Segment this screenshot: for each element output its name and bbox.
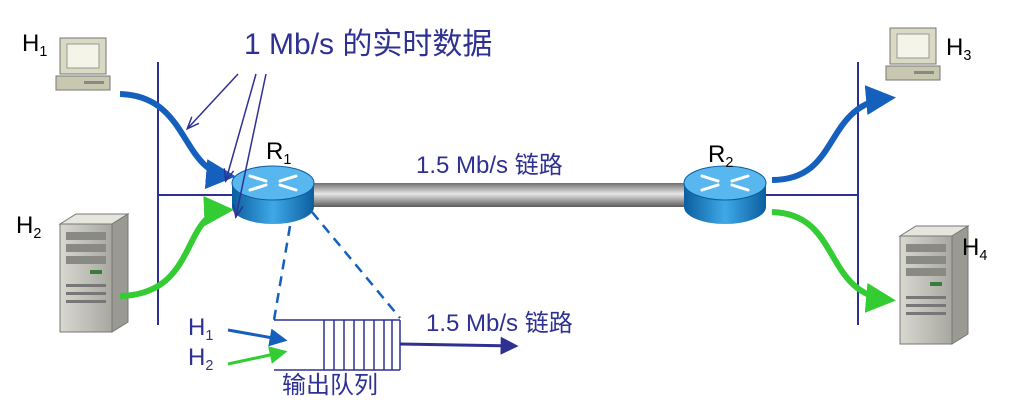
host-h3-label: H3 <box>946 34 972 65</box>
h1-flow-arrow <box>119 91 236 189</box>
router-r1-icon <box>231 165 315 224</box>
host-h1-label: H1 <box>22 30 48 61</box>
title-pointer-2 <box>226 73 257 180</box>
output-queue <box>274 319 401 371</box>
title-pointer-3 <box>236 73 267 216</box>
h2-flow-arrow <box>119 196 234 299</box>
queue-in-h2-label: H2 <box>188 344 214 375</box>
zoom-line-left <box>272 225 292 321</box>
queue-in-h2-arrow <box>227 346 288 366</box>
zoom-line-right <box>311 211 401 319</box>
r2-to-h3-flow-arrow <box>771 85 896 183</box>
link-label: 1.5 Mb/s 链路 <box>416 152 563 179</box>
link-r1-r2 <box>308 183 694 207</box>
output-queue-label: 输出队列 <box>282 372 378 399</box>
host-h4-server-icon <box>898 225 970 345</box>
host-h3-computer-icon <box>885 27 941 81</box>
queue-out-arrow <box>399 336 519 355</box>
title-pointer-1 <box>188 73 239 128</box>
host-h2-label: H2 <box>16 212 42 243</box>
right-lan-segment <box>762 62 859 325</box>
host-h1-computer-icon <box>55 37 111 91</box>
left-lan-segment <box>157 62 238 325</box>
queue-in-h1-arrow <box>227 328 288 347</box>
host-h2-server-icon <box>58 213 130 333</box>
router-r2-icon <box>683 165 767 224</box>
host-h4-label: H4 <box>962 234 988 265</box>
router-r2-label: R2 <box>708 141 734 172</box>
r2-to-h4-flow-arrow <box>771 209 896 313</box>
router-r1-label: R1 <box>266 138 292 169</box>
queue-out-link-label: 1.5 Mb/s 链路 <box>426 310 573 337</box>
diagram-title: 1 Mb/s 的实时数据 <box>244 28 493 61</box>
queue-in-h1-label: H1 <box>188 314 214 345</box>
